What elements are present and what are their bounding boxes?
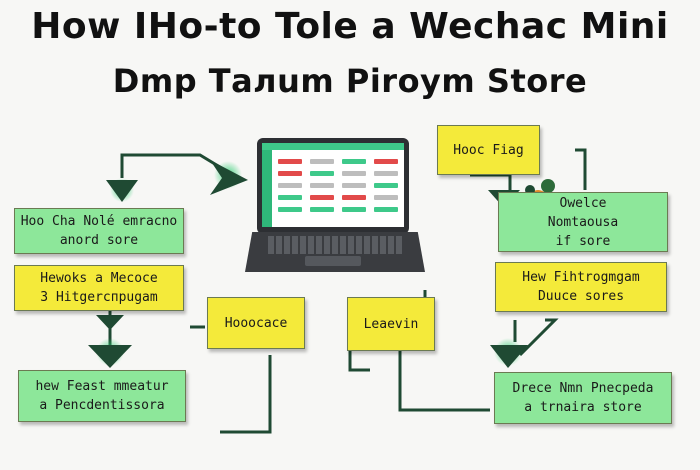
- card-right-upper-line-1: Owelce: [559, 195, 607, 211]
- title-line-1: How IHo-to Tole a Wechac Mini: [31, 6, 669, 47]
- card-right-bottom-line-2: a trnaira store: [524, 400, 642, 415]
- card-center-left-line-1: Hooocace: [224, 315, 288, 331]
- connector-center-left: [220, 355, 272, 434]
- card-right-mid-line-2: Duuce sores: [537, 289, 625, 304]
- arrow-head-left-top: [106, 180, 138, 202]
- arrow-head-laptop: [210, 160, 248, 195]
- laptop-display: [262, 143, 404, 227]
- card-center-right: Leaevin: [347, 297, 435, 351]
- connector-right-top: [470, 173, 512, 195]
- card-left-mid-line-1: Hewoks a Mecoce: [40, 271, 158, 286]
- card-right-top: Hooc Fiag: [437, 125, 540, 175]
- card-right-upper: Owelce Nomtaousa if sore: [498, 192, 668, 252]
- card-left-bottom-line-1: hew Feast mmeatur: [35, 379, 169, 394]
- arrow-head-right-bottom: [490, 345, 528, 368]
- card-left-top: Hoo Cha Nolé emracno anord sore: [14, 208, 184, 254]
- connector-center-right: [398, 350, 490, 412]
- laptop-screen: [257, 138, 409, 234]
- card-right-top-line-1: Hooc Fiag: [453, 142, 524, 158]
- laptop-keyboard: [268, 236, 402, 254]
- card-right-mid: Hew Fihtrogmgam Duuce sores: [495, 262, 667, 312]
- laptop-trackpad: [305, 256, 361, 266]
- title-line-2: Dmp Tалum Piroym Store: [112, 62, 588, 100]
- card-left-bottom-line-2: a Pencdentissora: [39, 398, 165, 413]
- card-left-top-line-1: Hoo Cha Nolé emracno: [20, 214, 178, 229]
- card-left-bottom: hew Feast mmeatur a Pencdentissora: [18, 370, 186, 422]
- card-right-bottom-line-1: Drece Nmn Pnecpeda: [512, 381, 654, 396]
- card-left-mid-line-2: 3 Hitgercпpugam: [40, 290, 158, 305]
- card-right-upper-line-2: Nomtaousa: [547, 214, 619, 230]
- connector-right-diagonal: [518, 318, 559, 357]
- arrow-head-left-bottom: [88, 345, 132, 368]
- card-left-top-line-2: anord sore: [59, 233, 139, 248]
- card-right-mid-line-1: Hew Fihtrogmgam: [522, 270, 640, 285]
- card-right-bottom: Drece Nmn Pnecpeda a trnaira store: [494, 372, 672, 424]
- card-center-left: Hooocace: [207, 297, 305, 349]
- card-center-right-line-1: Leaevin: [363, 316, 419, 332]
- card-left-mid: Hewoks a Mecoce 3 Hitgercпpugam: [14, 265, 184, 311]
- card-right-upper-line-3: if sore: [555, 233, 611, 249]
